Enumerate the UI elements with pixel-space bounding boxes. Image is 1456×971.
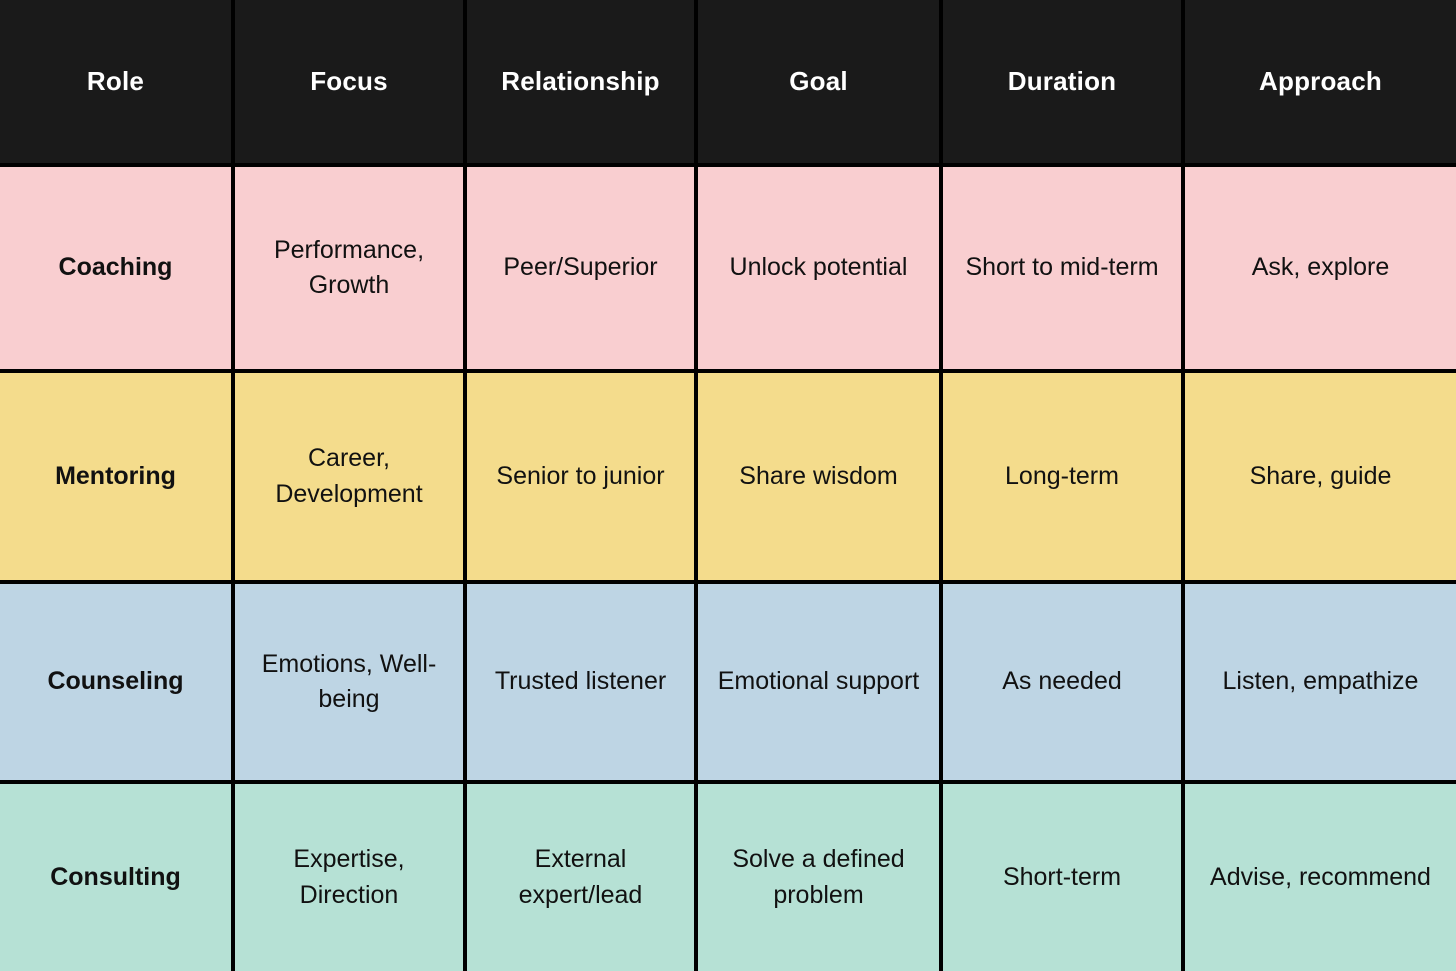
- table-cell-duration: Long-term: [943, 373, 1185, 584]
- table-cell-relationship: Senior to junior: [467, 373, 698, 584]
- table-cell-goal: Share wisdom: [698, 373, 943, 584]
- table-cell-duration: Short to mid-term: [943, 167, 1185, 373]
- column-header-focus: Focus: [235, 0, 467, 167]
- column-header-approach: Approach: [1185, 0, 1456, 167]
- table-cell-focus: Career, Development: [235, 373, 467, 584]
- table-cell-goal: Unlock potential: [698, 167, 943, 373]
- table-row-role: Coaching: [0, 167, 235, 373]
- table-cell-relationship: External expert/lead: [467, 784, 698, 971]
- table-cell-approach: Advise, recommend: [1185, 784, 1456, 971]
- table-cell-goal: Emotional support: [698, 584, 943, 784]
- table-row-role: Counseling: [0, 584, 235, 784]
- table-cell-approach: Listen, empathize: [1185, 584, 1456, 784]
- column-header-duration: Duration: [943, 0, 1185, 167]
- table-cell-relationship: Trusted listener: [467, 584, 698, 784]
- column-header-goal: Goal: [698, 0, 943, 167]
- table-cell-focus: Expertise, Direction: [235, 784, 467, 971]
- table-cell-goal: Solve a defined problem: [698, 784, 943, 971]
- table-cell-relationship: Peer/Superior: [467, 167, 698, 373]
- table-row-role: Consulting: [0, 784, 235, 971]
- column-header-relationship: Relationship: [467, 0, 698, 167]
- table-cell-approach: Share, guide: [1185, 373, 1456, 584]
- table-cell-focus: Emotions, Well-being: [235, 584, 467, 784]
- table-cell-focus: Performance, Growth: [235, 167, 467, 373]
- table-cell-duration: As needed: [943, 584, 1185, 784]
- table-cell-duration: Short-term: [943, 784, 1185, 971]
- table-row-role: Mentoring: [0, 373, 235, 584]
- table-cell-approach: Ask, explore: [1185, 167, 1456, 373]
- column-header-role: Role: [0, 0, 235, 167]
